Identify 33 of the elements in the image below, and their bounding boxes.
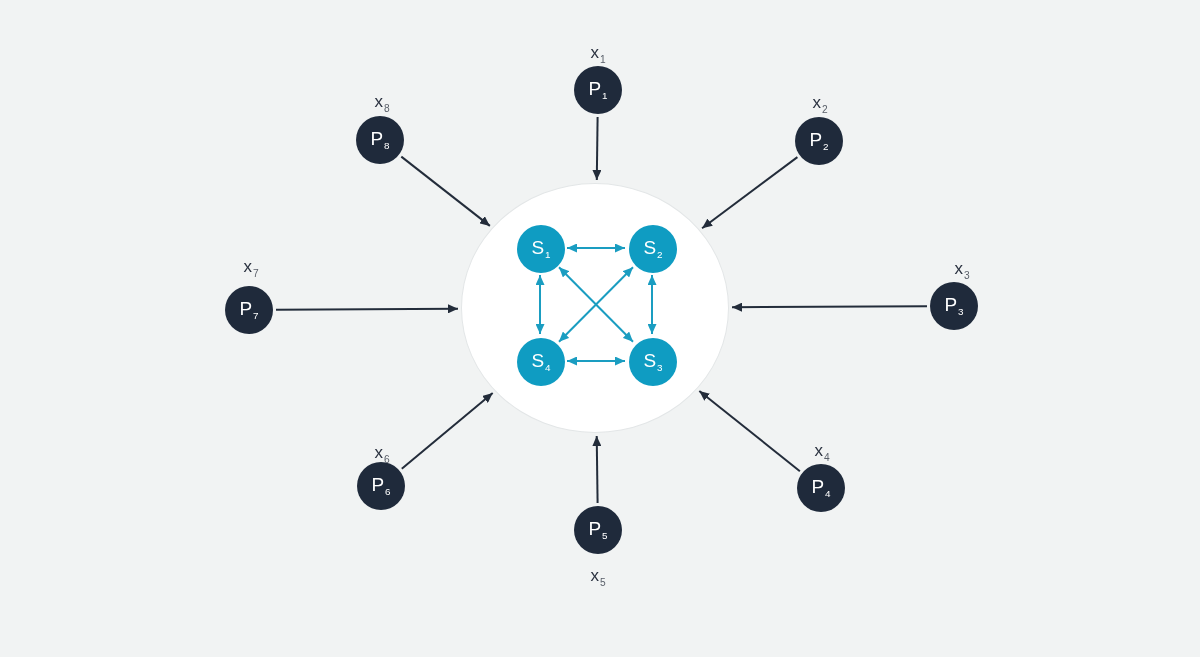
node-label: x$_{3}$: [954, 259, 970, 277]
outer-node-circle: P$_{3}$: [930, 282, 978, 330]
cross-double-arrow: [558, 266, 634, 343]
node-label: x$_{1}$: [590, 43, 606, 61]
arrow: [592, 435, 602, 504]
outer-node-circle: P$_{7}$: [225, 286, 273, 334]
inner-node-circle: S$_{4}$: [517, 338, 565, 386]
inner-node-circle: S$_{1}$: [517, 225, 565, 273]
node-label: x$_{6}$: [374, 443, 390, 461]
arrow: [698, 390, 801, 473]
arrow: [731, 302, 928, 312]
arrow: [592, 116, 602, 181]
double-arrow: [647, 274, 657, 335]
arrow: [275, 304, 459, 314]
node-label: x$_{4}$: [814, 441, 830, 459]
node-label: x$_{8}$: [374, 92, 390, 110]
double-arrow: [535, 274, 545, 335]
arrow: [701, 156, 799, 230]
node-label: x$_{5}$: [590, 566, 606, 584]
outer-node-circle: P$_{4}$: [797, 464, 845, 512]
outer-node-circle: P$_{6}$: [357, 462, 405, 510]
arrow: [400, 392, 494, 470]
node-label: x$_{2}$: [812, 93, 828, 111]
outer-node-circle: P$_{1}$: [574, 66, 622, 114]
double-arrow: [566, 356, 626, 366]
outer-node-circle: P$_{2}$: [795, 117, 843, 165]
node-label: x$_{7}$: [243, 257, 259, 275]
arrow: [400, 155, 491, 227]
outer-node-circle: P$_{5}$: [574, 506, 622, 554]
inner-node-circle: S$_{3}$: [629, 338, 677, 386]
double-arrow: [566, 243, 626, 253]
inner-node-circle: S$_{2}$: [629, 225, 677, 273]
outer-node-circle: P$_{8}$: [356, 116, 404, 164]
